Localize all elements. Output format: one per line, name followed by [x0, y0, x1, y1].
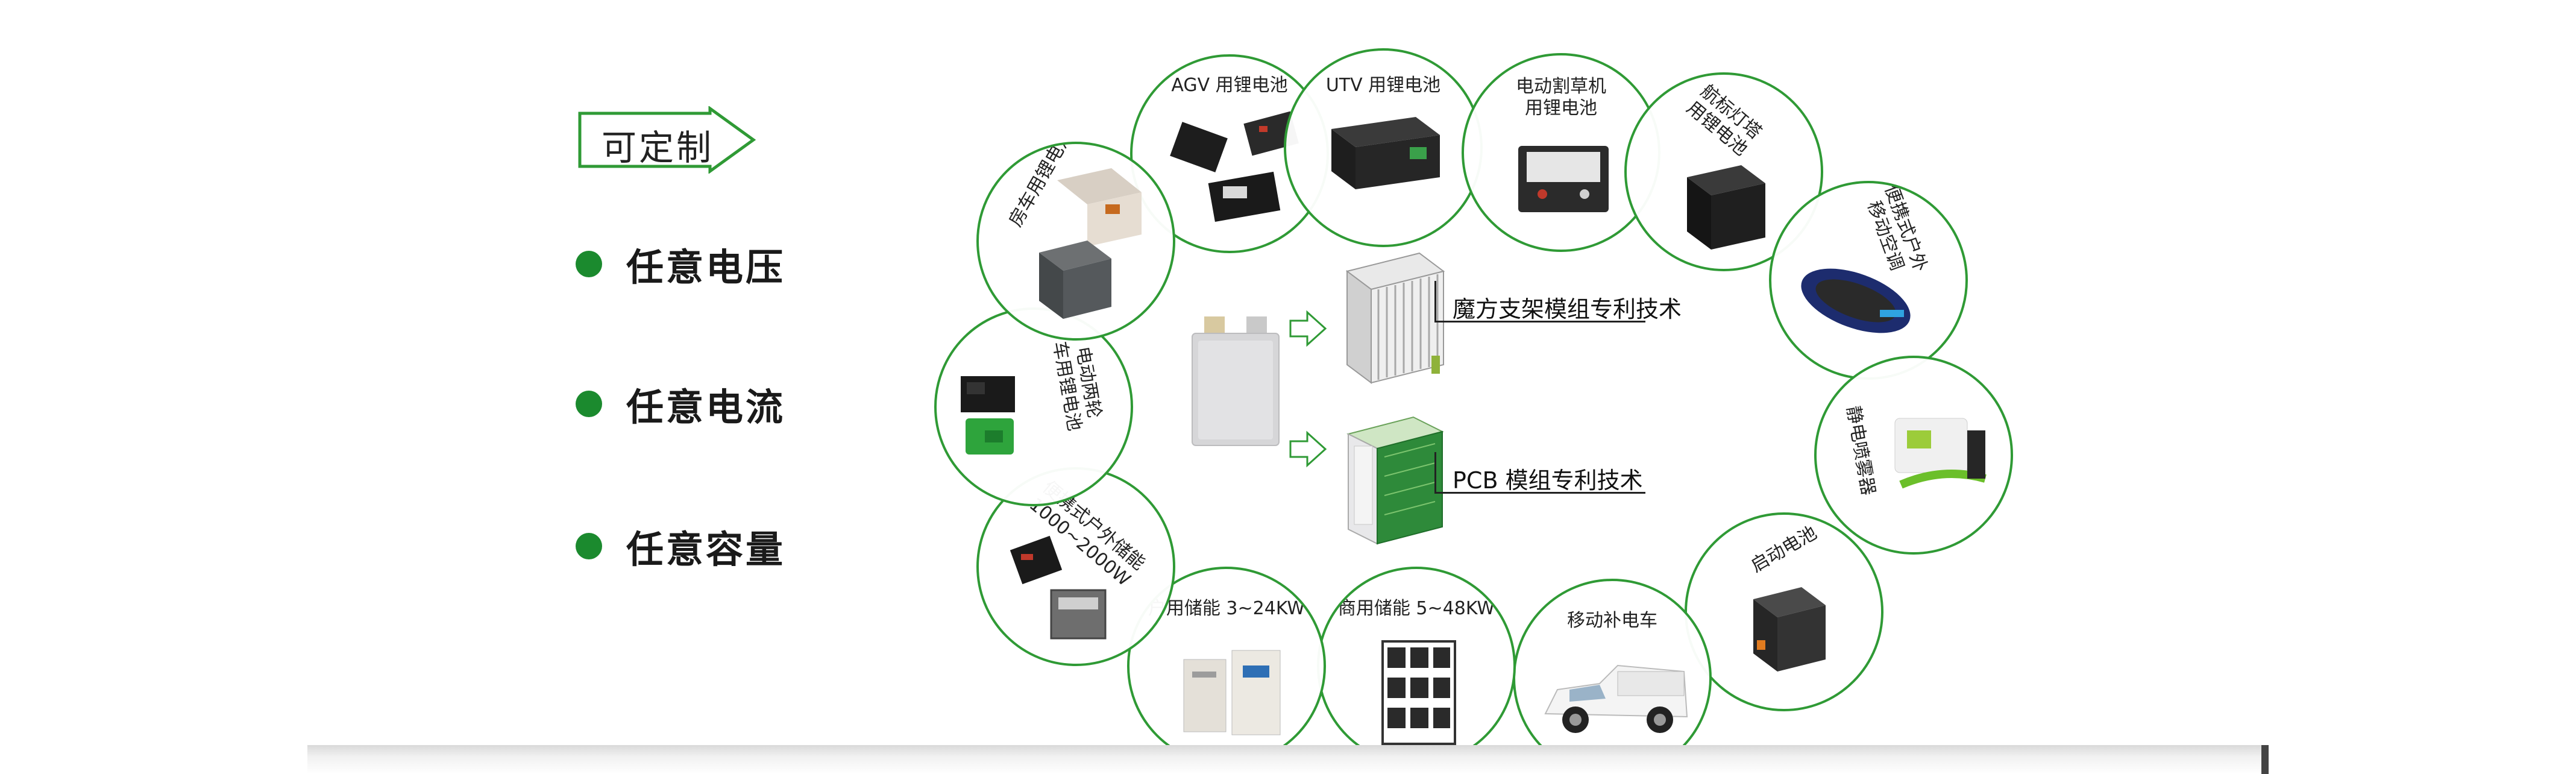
utv-battery-image: [1331, 117, 1440, 189]
bullet-dot-icon: [576, 251, 602, 277]
portable-storage-image: [1010, 535, 1107, 640]
footer-divider: [307, 745, 2266, 774]
node-utv-battery: UTV 用锂电池: [1284, 48, 1483, 247]
bullet-dot-icon: [576, 533, 602, 559]
feature-capacity: 任意容量: [576, 522, 786, 571]
callout-line: [1434, 452, 1436, 493]
pouch-cell-image: [1192, 316, 1280, 446]
commercial-storage-image: [1381, 640, 1456, 745]
node-label: 电动割草机 用锂电池: [1516, 76, 1606, 119]
starter-battery-image: [1753, 587, 1826, 672]
agv-battery-image: [1170, 111, 1299, 222]
node-label: 商用储能 5~48KW: [1337, 598, 1495, 619]
callout-line: [1434, 321, 1645, 322]
portable-ac-image: [1801, 268, 1911, 333]
ebike-battery-image: [961, 376, 1015, 455]
node-commercial-storage: 商用储能 5~48KW: [1317, 567, 1516, 766]
arrow-right-icon: [1289, 430, 1327, 468]
arrow-outline-icon: [578, 106, 756, 174]
cube-bracket-module-image: [1345, 252, 1445, 384]
node-electrostatic-sprayer: 静电喷雾器: [1814, 356, 2013, 555]
feature-label: 任意电流: [626, 385, 786, 429]
arrow-right-icon: [1289, 310, 1327, 347]
sprayer-image: [1894, 418, 1987, 489]
customizable-tag: 可定制: [577, 106, 758, 174]
footer-divider-mark: [2261, 745, 2269, 774]
node-mobile-charging-truck: 移动补电车: [1513, 579, 1712, 774]
pcb-tech-label: PCB 模组专利技术: [1453, 467, 1643, 494]
callout-line: [1434, 492, 1645, 494]
cube-bracket-tech-label: 魔方支架模组专利技术: [1453, 296, 1682, 322]
beacon-battery-image: [1687, 165, 1765, 250]
node-label: 移动补电车: [1567, 610, 1657, 631]
callout-line: [1434, 281, 1436, 322]
feature-voltage: 任意电压: [576, 240, 786, 289]
feature-current: 任意电流: [576, 380, 786, 429]
node-ebike-battery: 电动两轮 车用锂电池: [934, 307, 1133, 506]
application-diagram: 魔方支架模组专利技术 PCB 模组专利技术 AGV 用锂电池 UTV 用锂电池: [892, 36, 2013, 774]
node-label: 户用储能 3~24KW: [1148, 598, 1305, 619]
node-lawn-mower-battery: 电动割草机 用锂电池: [1462, 53, 1660, 252]
node-label: UTV 用锂电池: [1325, 75, 1441, 96]
feature-label: 任意电压: [626, 245, 786, 289]
rv-battery-image: [1039, 168, 1142, 319]
household-storage-image: [1183, 650, 1281, 735]
node-rv-battery: 房车用锂电池: [976, 142, 1175, 341]
node-portable-ac: 便携式户外 移动空调: [1769, 181, 1968, 380]
bullet-dot-icon: [576, 391, 602, 417]
charging-truck-image: [1544, 664, 1688, 733]
customizable-label: 可定制: [602, 127, 714, 168]
lawn-mower-battery-image: [1518, 146, 1609, 212]
pcb-module-image: [1346, 416, 1444, 545]
node-label: AGV 用锂电池: [1171, 75, 1288, 96]
node-starter-battery: 启动电池: [1685, 512, 1883, 711]
feature-label: 任意容量: [626, 527, 786, 571]
